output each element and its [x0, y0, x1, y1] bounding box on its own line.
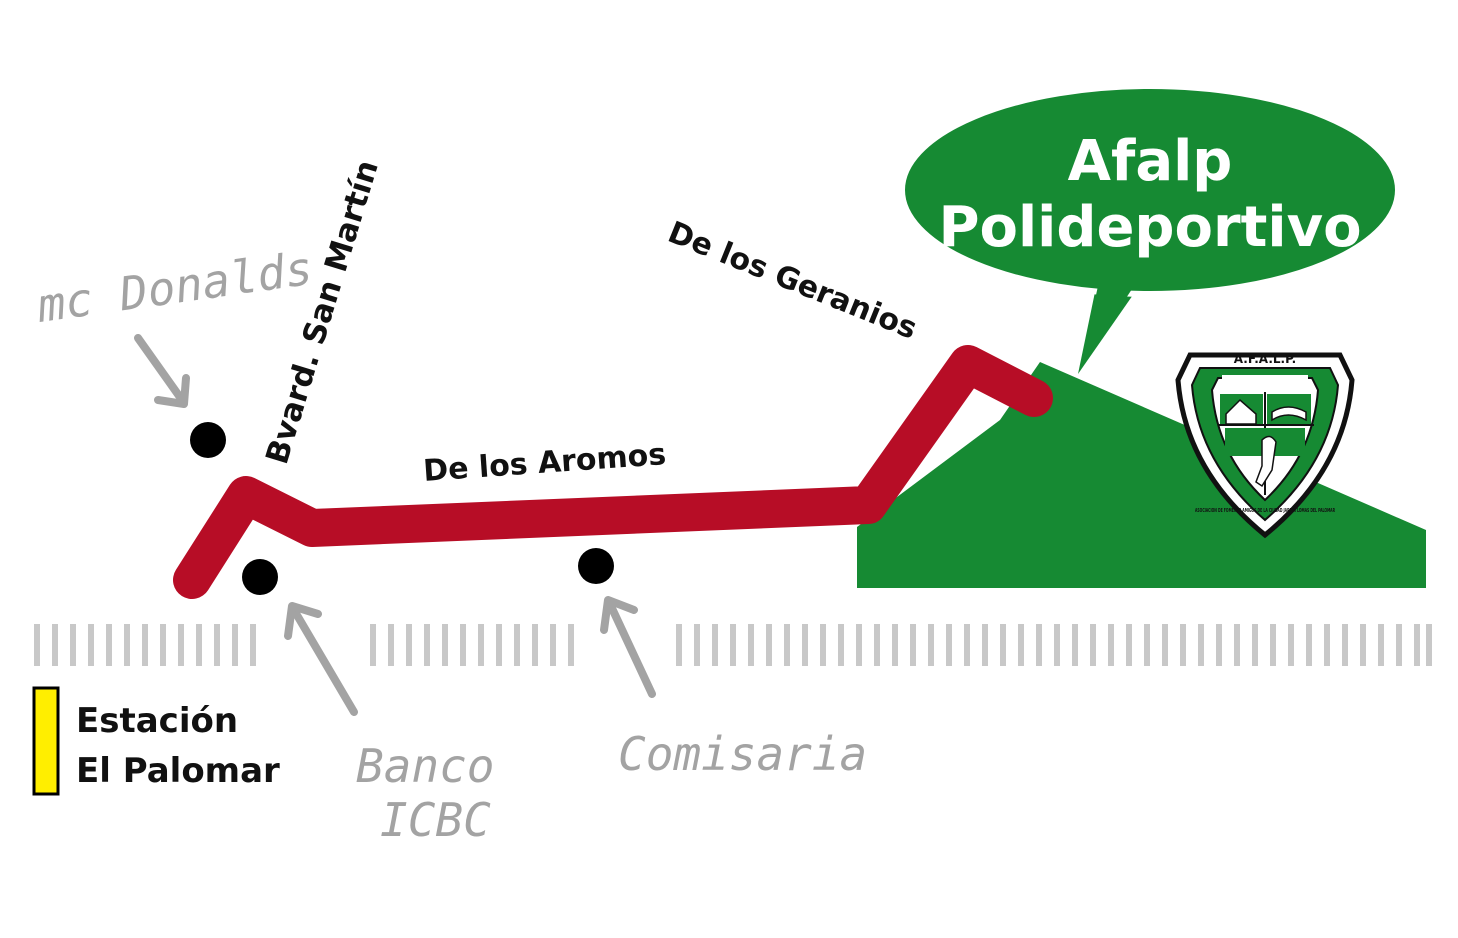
route-line	[173, 345, 1053, 599]
athlete-icon	[1255, 435, 1277, 488]
street-label-geranios: De los Geranios	[663, 215, 922, 347]
crest-ring-text: ASOCIACION DE FOMENTO AMIGOS DE LA CIUDA…	[1195, 508, 1335, 514]
railway-segment-west	[34, 624, 256, 666]
street-label-aromos: De los Aromos	[422, 437, 667, 489]
house-icon	[1225, 398, 1257, 425]
crest-top-text: A.F.A.L.P.	[1234, 352, 1296, 366]
destination-bubble: Afalp Polideportivo	[899, 83, 1401, 374]
street-label-boulevard: Bvard. San Martín	[259, 156, 386, 468]
mcdonalds-arrow-icon	[134, 334, 190, 408]
railway-segment-middle	[370, 624, 574, 666]
park-area	[857, 362, 1426, 588]
bubble-body	[899, 83, 1401, 297]
railway-track	[34, 624, 1432, 666]
station-name-line2: El Palomar	[76, 751, 280, 791]
comisaria-dot	[578, 548, 614, 584]
comisaria-arrow-icon	[600, 596, 656, 698]
destination-title-line2: Polideportivo	[938, 195, 1361, 260]
station-legend: Estación El Palomar	[32, 686, 280, 796]
destination-title-line1: Afalp	[1068, 129, 1233, 194]
landmark-label-banco-line1: Banco	[356, 739, 494, 793]
mcdonalds-dot	[190, 422, 226, 458]
station-color-swatch	[32, 686, 60, 796]
landmark-label-mcdonalds: mc Donalds	[33, 241, 316, 333]
landmark-label-banco-line2: ICBC	[380, 793, 491, 847]
banco-arrow-icon	[284, 602, 358, 716]
afalp-crest: A.F.A.L.P. ASOCIACION DE FOMENTO AMIGOS …	[1175, 352, 1355, 539]
book-icon	[1271, 406, 1307, 422]
station-name-line1: Estación	[76, 701, 238, 741]
landmark-label-comisaria: Comisaria	[618, 727, 867, 781]
banco-dot	[242, 559, 278, 595]
railway-segment-east	[676, 624, 1432, 666]
